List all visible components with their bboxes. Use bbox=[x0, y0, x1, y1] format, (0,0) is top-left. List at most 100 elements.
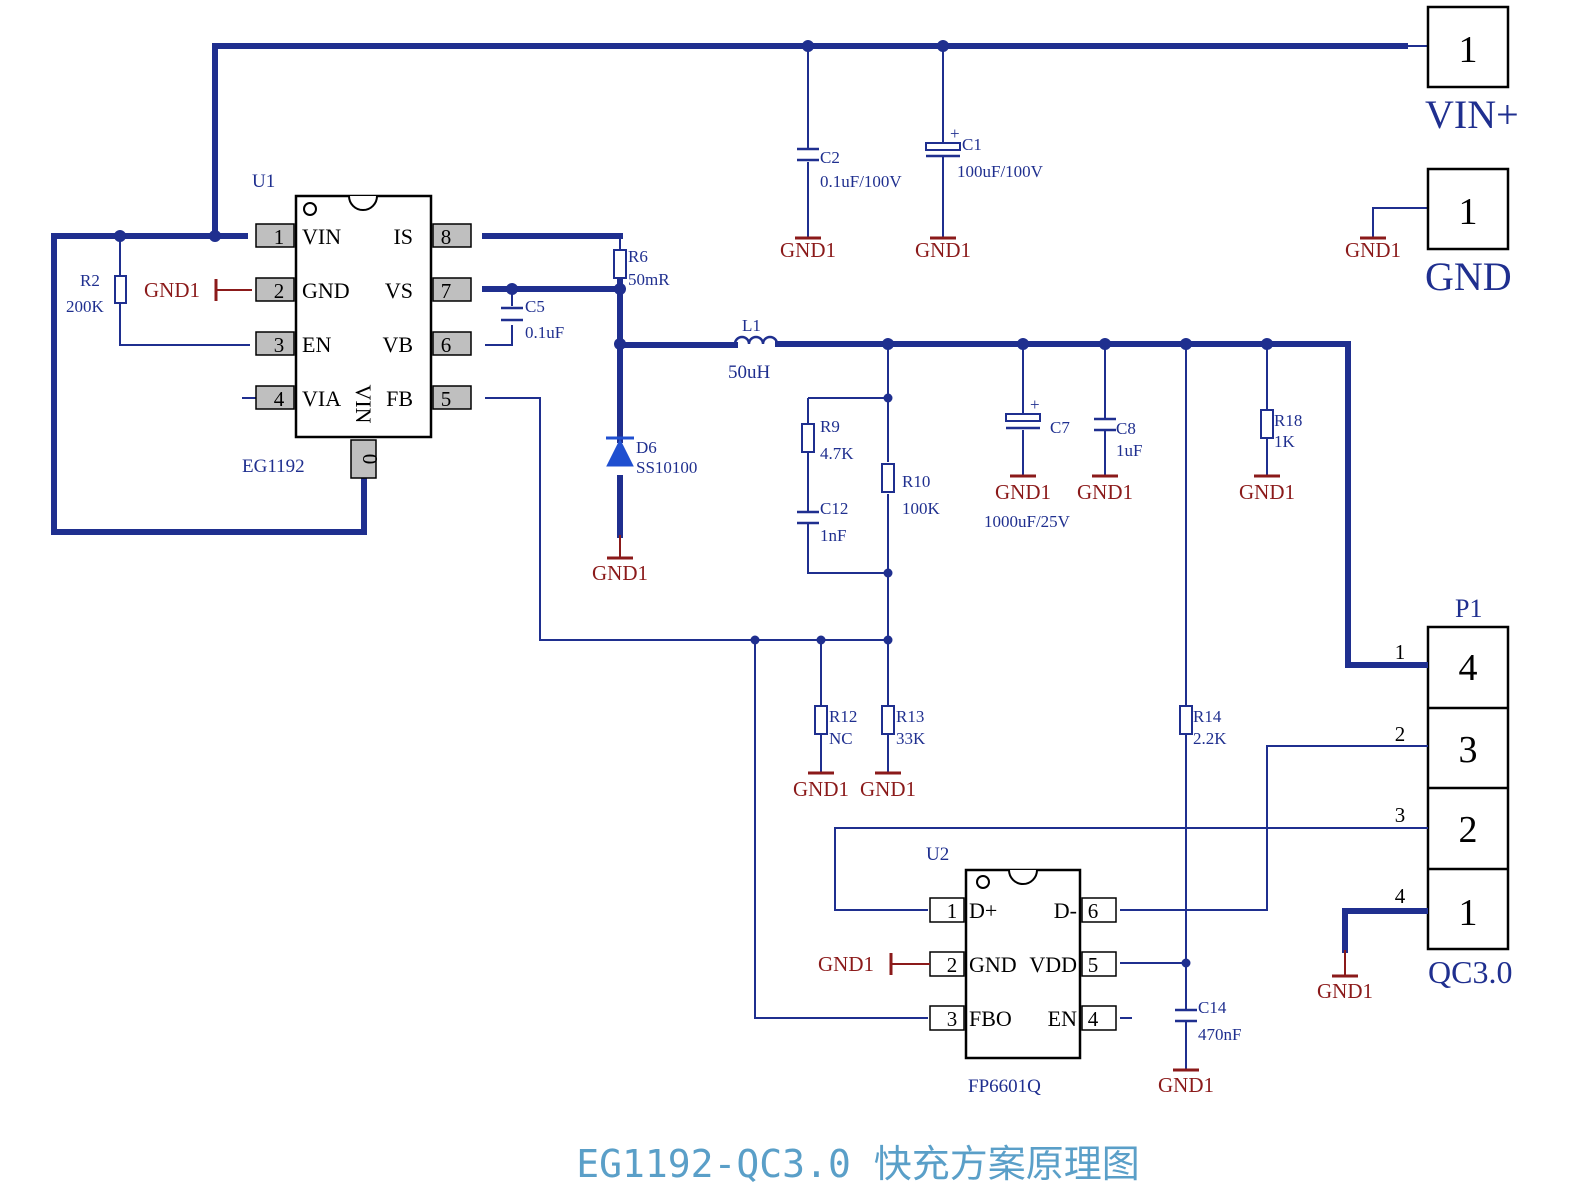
resistor-r12: R12 NC bbox=[814, 705, 857, 748]
c7-plus: + bbox=[1030, 395, 1040, 414]
junction-dot bbox=[883, 568, 893, 578]
u1-pin-label: VIN bbox=[351, 384, 376, 423]
r10-value: 100K bbox=[902, 499, 941, 518]
r2-value: 200K bbox=[66, 297, 105, 316]
u1-pin-num: 6 bbox=[441, 333, 452, 357]
junction-dot bbox=[883, 635, 893, 645]
u1-pin-num: 0 bbox=[358, 454, 382, 465]
ground-label: GND1 bbox=[995, 480, 1051, 504]
ground-label: GND1 bbox=[860, 777, 916, 801]
vin-label: VIN+ bbox=[1425, 92, 1519, 137]
resistor-r9: R9 4.7K bbox=[801, 417, 854, 463]
u2-pin-num: 3 bbox=[947, 1007, 958, 1031]
c12-ref: C12 bbox=[820, 499, 848, 518]
d6-value: SS10100 bbox=[636, 458, 697, 477]
junction-dot bbox=[802, 40, 814, 52]
u2-pin-num: 6 bbox=[1088, 899, 1099, 923]
junction-dot bbox=[1180, 338, 1192, 350]
r14-value: 2.2K bbox=[1193, 729, 1227, 748]
ground-symbols: GND1 GND1 GND1 GND1 GND1 GND1 GND1 GND 1 … bbox=[144, 236, 1401, 1097]
p1-wire-num: 1 bbox=[1395, 640, 1406, 664]
c7-value: 1000uF/25V bbox=[984, 512, 1071, 531]
r12-ref: R12 bbox=[829, 707, 857, 726]
gnd-connector-label: GND bbox=[1425, 254, 1512, 299]
c8-value: 1uF bbox=[1116, 441, 1142, 460]
u1-pin-num: 2 bbox=[274, 279, 285, 303]
u2-pin-num: 4 bbox=[1088, 1007, 1099, 1031]
u2-pin-label: EN bbox=[1048, 1006, 1077, 1031]
u1-pin-num: 5 bbox=[441, 387, 452, 411]
resistor-r6: R6 50mR bbox=[613, 236, 670, 289]
r9-ref: R9 bbox=[820, 417, 840, 436]
r13-value: 33K bbox=[896, 729, 926, 748]
u2-chip: 1 2 3 6 5 4 D+ GND FBO D- VDD EN U2 FP66… bbox=[926, 844, 1117, 1097]
junction-dot bbox=[750, 635, 760, 645]
c14-value: 470nF bbox=[1198, 1025, 1241, 1044]
schematic-title: EG1192-QC3.0 快充方案原理图 bbox=[576, 1142, 1139, 1186]
p1-pin: 2 bbox=[1459, 809, 1478, 851]
junction-dot bbox=[1261, 338, 1273, 350]
c2-ref: C2 bbox=[820, 148, 840, 167]
junction-dot bbox=[506, 283, 518, 295]
c1-plus: + bbox=[950, 124, 960, 143]
u1-pin-label: EN bbox=[302, 332, 331, 357]
p1-pin: 4 bbox=[1459, 647, 1478, 689]
junction-dot bbox=[1181, 958, 1191, 968]
u1-part: EG1192 bbox=[242, 456, 305, 477]
r9-value: 4.7K bbox=[820, 444, 854, 463]
gnd-pin: 1 bbox=[1459, 191, 1478, 233]
ground-label: GND1 bbox=[144, 278, 200, 302]
u1-pin-num: 1 bbox=[274, 225, 285, 249]
r18-ref: R18 bbox=[1274, 411, 1302, 430]
capacitor-c1: + C1 100uF/100V bbox=[925, 124, 1044, 181]
capacitor-c12: C12 1nF bbox=[797, 499, 848, 545]
connector-p1: P1 4 3 2 1 1 2 3 4 QC3.0 bbox=[1395, 594, 1513, 990]
u1-pin-label: VIA bbox=[302, 386, 341, 411]
diode-d6: D6 SS10100 bbox=[606, 436, 697, 477]
p1-pin: 1 bbox=[1459, 892, 1478, 934]
resistor-r13: R13 33K bbox=[881, 705, 926, 748]
c8-ref: C8 bbox=[1116, 419, 1136, 438]
u1-pin-label: VB bbox=[382, 332, 413, 357]
c5-ref: C5 bbox=[525, 297, 545, 316]
capacitor-c7: + C7 1000uF/25V bbox=[984, 395, 1071, 531]
r12-value: NC bbox=[829, 729, 853, 748]
ground-label: GND1 bbox=[1239, 480, 1295, 504]
u1-pin-num: 7 bbox=[441, 279, 452, 303]
r6-value: 50mR bbox=[628, 270, 670, 289]
u1-pin-num: 8 bbox=[441, 225, 452, 249]
vin-pin: 1 bbox=[1459, 29, 1478, 71]
u1-pin-label: GND bbox=[302, 278, 350, 303]
capacitor-c2: C2 0.1uF/100V bbox=[797, 147, 902, 191]
junction-dot bbox=[209, 230, 221, 242]
ground-label: GND1 bbox=[1158, 1073, 1214, 1097]
ground-label: GND1 bbox=[1317, 979, 1373, 1003]
c14-ref: C14 bbox=[1198, 998, 1227, 1017]
u1-pin-num: 4 bbox=[274, 387, 285, 411]
p1-pin: 3 bbox=[1459, 729, 1478, 771]
u1-pin-label: VIN bbox=[302, 224, 341, 249]
u2-part: FP6601Q bbox=[968, 1076, 1041, 1097]
capacitor-c14: C14 470nF bbox=[1175, 998, 1241, 1044]
ground-label: GND1 bbox=[1345, 238, 1401, 262]
capacitor-c8: C8 1uF bbox=[1094, 417, 1142, 460]
junction-dot bbox=[614, 338, 626, 350]
junction-dot bbox=[1099, 338, 1111, 350]
u1-chip: 1 2 3 4 8 7 6 5 0 VIN GND EN VIA IS VS V… bbox=[242, 171, 472, 479]
ground-label: GND1 bbox=[818, 952, 874, 976]
junction-dot bbox=[883, 393, 893, 403]
c12-value: 1nF bbox=[820, 526, 846, 545]
ground-label: GND1 bbox=[592, 561, 648, 585]
u2-pin-label: FBO bbox=[969, 1006, 1012, 1031]
r18-value: 1K bbox=[1274, 432, 1296, 451]
u1-pin-label: FB bbox=[386, 386, 413, 411]
r10-ref: R10 bbox=[902, 472, 930, 491]
resistor-r10: R10 100K bbox=[881, 463, 941, 518]
u2-pin-label: D+ bbox=[969, 898, 997, 923]
u2-pin-label: D- bbox=[1054, 898, 1077, 923]
u1-pin-num: 3 bbox=[274, 333, 285, 357]
resistor-r14: R14 2.2K bbox=[1179, 705, 1227, 748]
u2-pin-num: 5 bbox=[1088, 953, 1099, 977]
connector-vin: 1 VIN+ bbox=[1405, 5, 1519, 137]
